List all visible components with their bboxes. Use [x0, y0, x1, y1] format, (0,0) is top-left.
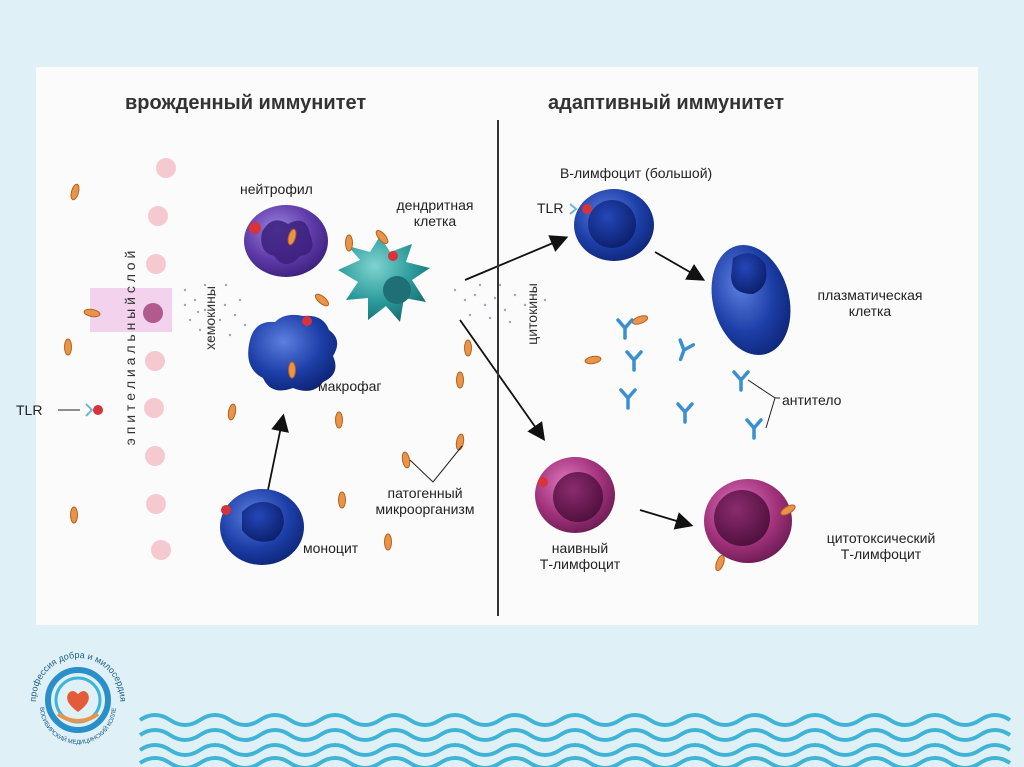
- dendritic-cell-label-line2: клетка: [413, 213, 457, 229]
- cytotoxic-t-lymphocyte-label-line1: цитотоксический: [826, 530, 936, 546]
- monocyte-cell: [220, 489, 304, 565]
- college-logo: профессия добра и милосердия НОВОСИБИРСК…: [22, 640, 128, 746]
- naive-t-lymphocyte-label-line2: Т-лимфоцит: [539, 556, 621, 572]
- tlr-receptors: [85, 203, 578, 417]
- pathogen-label: патогенный микроорганизм: [360, 485, 490, 517]
- leader-lines: [58, 379, 780, 483]
- chemokine-dots: [183, 283, 247, 342]
- cytotoxic-t-lymphocyte-label-line2: Т-лимфоцит: [840, 546, 922, 562]
- b-lymphocyte-label: B-лимфоцит (большой): [560, 165, 713, 181]
- neutrophil-label: нейтрофил: [240, 181, 313, 197]
- monocyte-label: моноцит: [303, 540, 359, 556]
- dendritic-cell-label: дендритная клетка: [380, 197, 490, 229]
- diagram-panel: [36, 67, 978, 625]
- innate-immunity-header: врожденный иммунитет: [125, 92, 367, 114]
- pathogen-label-line1: патогенный: [387, 485, 463, 501]
- naive-t-lymphocyte-label-line1: наивный: [551, 540, 609, 556]
- arrows: [267, 235, 706, 530]
- heart-icon: [67, 691, 89, 712]
- epithelial-cells: [90, 158, 176, 560]
- footer-waves: [138, 713, 1012, 767]
- plasma-cell: [711, 245, 791, 355]
- pathogen-label-line2: микроорганизм: [375, 501, 475, 517]
- tlr-left-label: TLR: [16, 402, 43, 418]
- adaptive-immunity-header: адаптивный иммунитет: [548, 92, 784, 114]
- b-lymphocyte-cell: [574, 189, 654, 261]
- plasma-cell-label-line2: клетка: [848, 303, 892, 319]
- cytotoxic-t-lymphocyte-label: цитотоксический Т-лимфоцит: [806, 530, 956, 562]
- section-divider: [497, 120, 499, 616]
- antibody-label: антитело: [782, 392, 842, 408]
- macrophage-cell: [248, 314, 338, 391]
- cytokines-label: цитокины: [524, 283, 540, 345]
- naive-t-lymphocyte-label: наивный Т-лимфоцит: [530, 540, 630, 572]
- plasma-cell-label-line1: плазматическая: [817, 287, 923, 303]
- dendritic-cell: [338, 236, 430, 322]
- dendritic-cell-label-line1: дендритная: [396, 197, 474, 213]
- chemokines-label: хемокины: [202, 286, 218, 350]
- macrophage-label: макрофаг: [318, 378, 382, 394]
- plasma-cell-label: плазматическая клетка: [790, 287, 950, 319]
- naive-t-lymphocyte-cell: [535, 457, 615, 533]
- cytotoxic-t-lymphocyte-cell: [704, 479, 792, 563]
- epithelial-layer-label: э п и т е л и а л ь н ы й с л о й: [122, 250, 138, 446]
- cytokine-dots: [453, 283, 547, 324]
- neutrophil-cell: [244, 205, 328, 277]
- tlr-b-cell-label: TLR: [537, 200, 564, 216]
